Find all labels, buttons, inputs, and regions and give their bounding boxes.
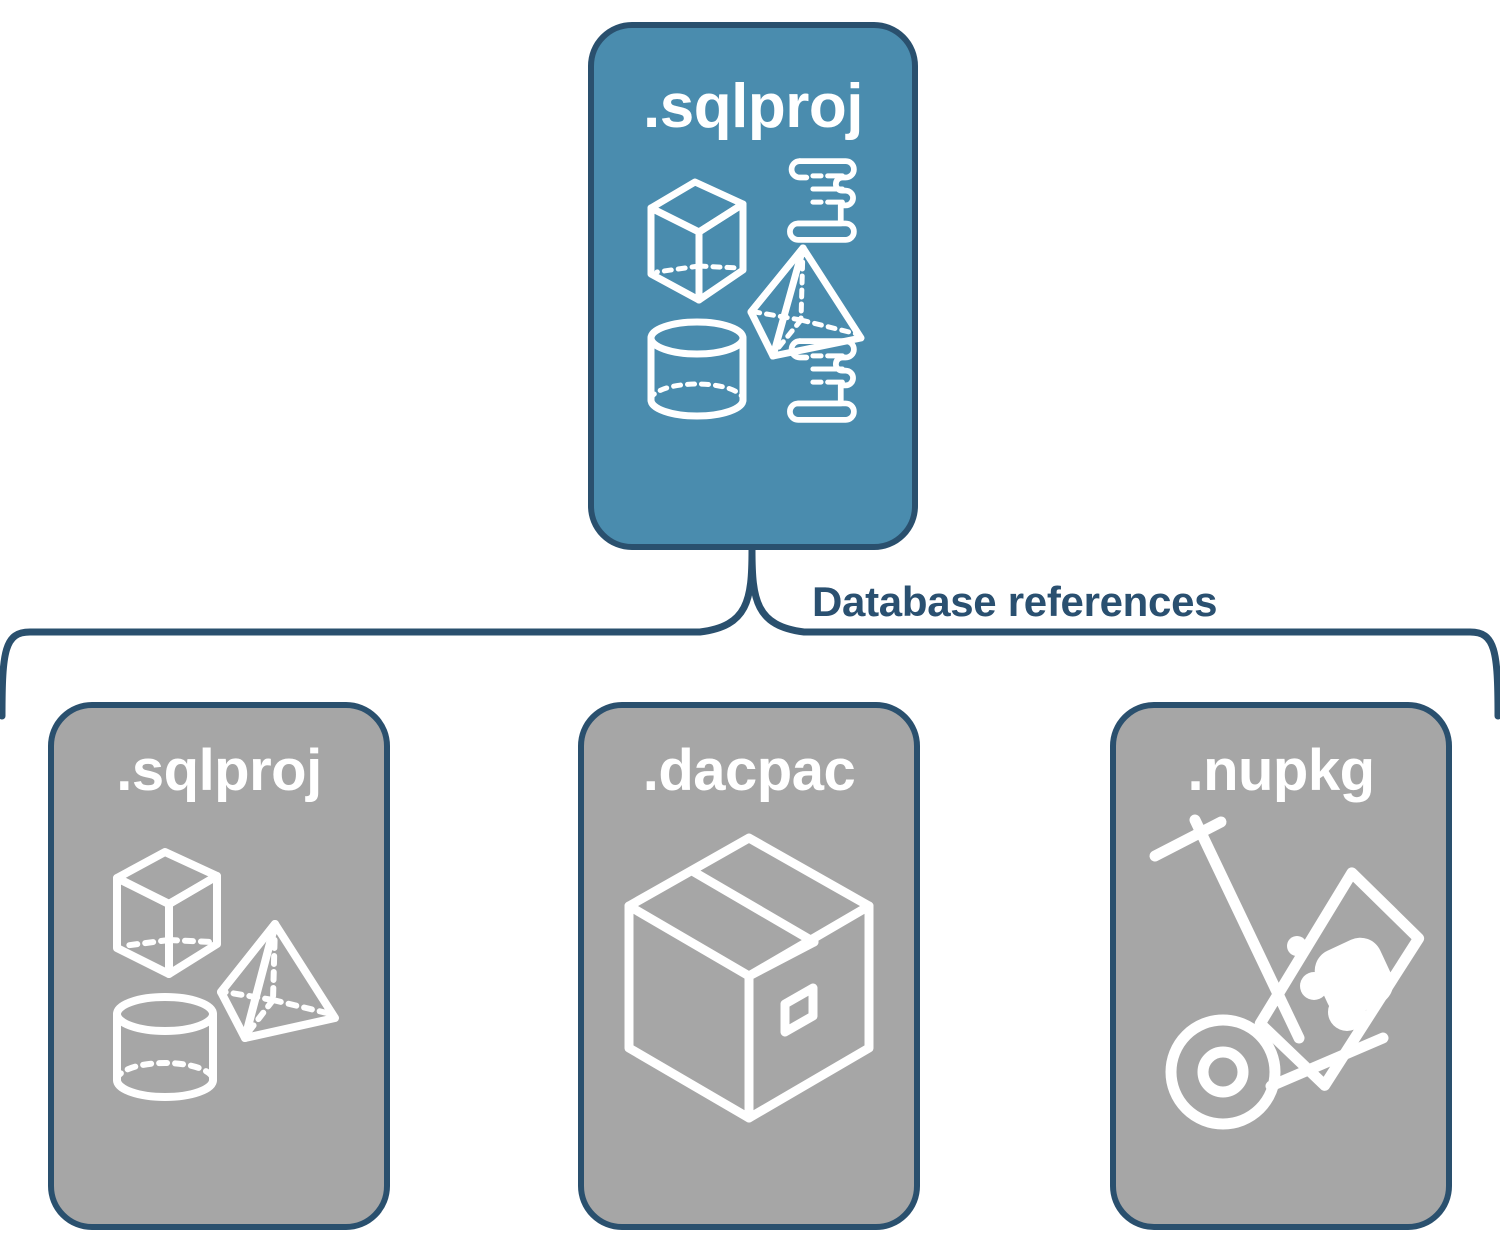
sqlproj-shapes-svg [113, 848, 339, 1101]
root-icon-group [633, 158, 873, 430]
card-title: .sqlproj [643, 72, 863, 141]
connector-label: Database references [812, 578, 1218, 625]
scroll-icon [787, 338, 857, 423]
wireframe-pyramid-icon [747, 244, 865, 360]
package-box-svg [624, 833, 874, 1123]
card-title: .dacpac [642, 738, 856, 803]
root-shapes-svg [647, 158, 865, 423]
sqlproj-icon-group [69, 816, 369, 1146]
scroll-icon [787, 158, 857, 243]
node-card-root-sqlproj[interactable]: .sqlproj [588, 22, 918, 550]
node-card-dacpac[interactable]: .dacpac [578, 702, 920, 1230]
node-card-nupkg[interactable]: .nupkg [1110, 702, 1452, 1230]
nupkg-icon-group [1131, 814, 1431, 1146]
wireframe-cylinder-icon [113, 993, 217, 1101]
package-box-icon [624, 833, 874, 1123]
wireframe-cube-icon [647, 178, 747, 304]
nuget-logo-mark [1287, 936, 1394, 1031]
card-title: .sqlproj [116, 738, 322, 803]
hand-truck-package-icon [1149, 814, 1425, 1130]
wireframe-pyramid-icon [217, 920, 339, 1042]
wireframe-cube-icon [113, 848, 221, 978]
dacpac-icon-group [599, 816, 899, 1146]
wireframe-cylinder-icon [647, 318, 747, 420]
hand-truck-package-svg [1149, 814, 1425, 1130]
node-card-sqlproj[interactable]: .sqlproj [48, 702, 390, 1230]
card-title: .nupkg [1187, 738, 1375, 803]
